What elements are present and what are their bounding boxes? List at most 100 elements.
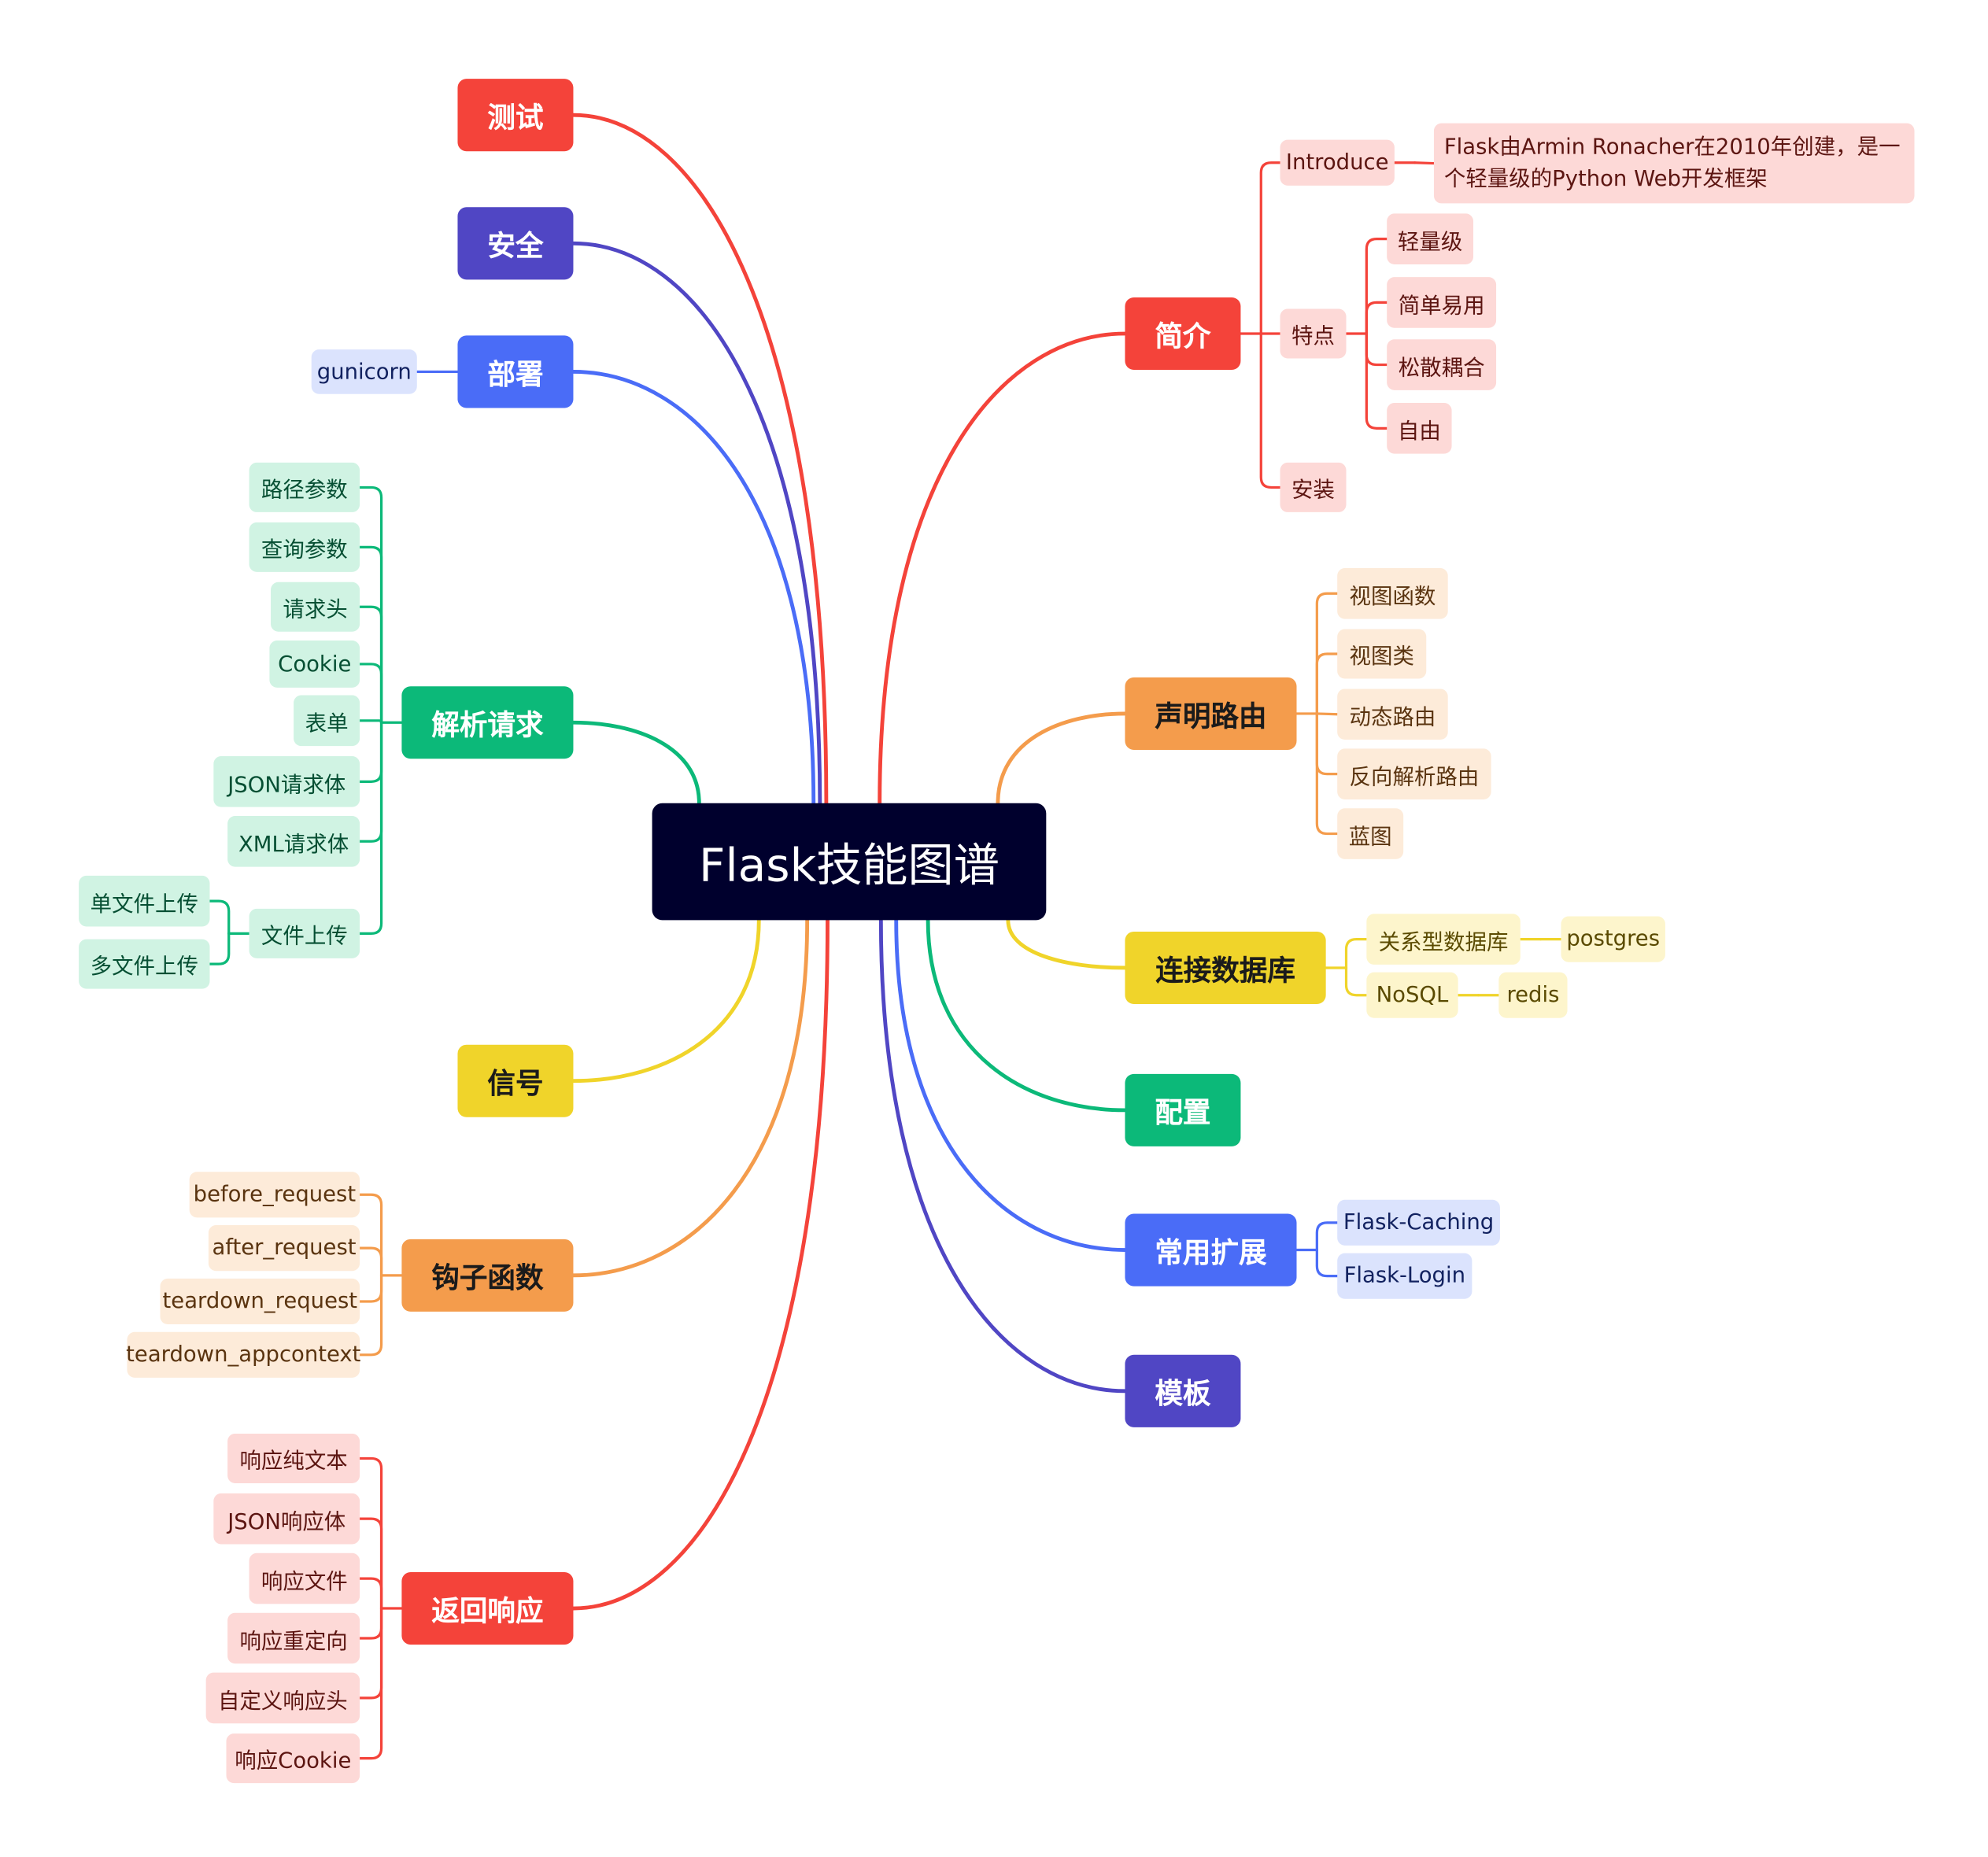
branch-leaf-chongdingxiang (358, 1607, 383, 1640)
leaf-chunwenben[interactable]: 响应纯文本 (227, 1433, 360, 1483)
leaf-postgres[interactable]: postgres (1561, 916, 1665, 962)
leaf-gunicorn[interactable]: gunicorn (311, 349, 417, 394)
leaf-shitu-lei[interactable]: 视图类 (1337, 629, 1427, 679)
link-main-node-peizhi (926, 917, 1127, 1113)
leaf-songsan-ouhe[interactable]: 松散耦合 (1387, 339, 1497, 390)
branch-leaf-wenjian-shangchuan (358, 721, 383, 935)
branch-leaf-xiangying-cookie (358, 1607, 383, 1760)
branch-leaf-introduce (1259, 161, 1282, 335)
leaf-lantu[interactable]: 蓝图 (1337, 808, 1404, 859)
branch-leaf-ziyou (1365, 332, 1388, 430)
branch-leaf-teardown-request (358, 1274, 383, 1303)
link-main-node-kuozhan (894, 917, 1127, 1252)
link-main-node-ceshi (571, 113, 829, 806)
branch-leaf-flask-login (1315, 1248, 1339, 1278)
branch-leaf-qingliangji (1365, 238, 1388, 335)
leaf-json-qingqiuti[interactable]: JSON请求体 (213, 756, 360, 807)
main-node-ceshi[interactable]: 测试 (457, 79, 574, 152)
main-node-peizhi[interactable]: 配置 (1125, 1073, 1241, 1146)
leaf-dongtai-luyou[interactable]: 动态路由 (1337, 689, 1448, 740)
leaf-fanxiang-jiexi[interactable]: 反向解析路由 (1337, 748, 1491, 799)
branch-leaf-teardown-appcontext (358, 1274, 383, 1357)
leaf-biaodan[interactable]: 表单 (294, 695, 360, 747)
branch-leaf-guanxixing (1344, 938, 1368, 969)
leaf-json-xiangyingti[interactable]: JSON响应体 (213, 1493, 360, 1545)
root-node[interactable]: Flask技能图谱 (652, 803, 1047, 921)
leaf-lujing-canshu[interactable]: 路径参数 (249, 462, 360, 512)
branch-leaf-flask-caching (1315, 1221, 1339, 1252)
leaf-dan-wenjian[interactable]: 单文件上传 (79, 875, 210, 927)
branch-leaf-nosql (1344, 966, 1368, 997)
leaf-qingliangji[interactable]: 轻量级 (1387, 213, 1474, 264)
branch-leaf-chunwenben (358, 1456, 383, 1610)
leaf-after-request[interactable]: after_request (208, 1225, 360, 1272)
leaf-tedian[interactable]: 特点 (1280, 308, 1347, 359)
main-node-luyou[interactable]: 声明路由 (1125, 677, 1297, 750)
branch-leaf-xiangying-wenjian (358, 1577, 383, 1610)
main-node-kuozhan[interactable]: 常用扩展 (1125, 1213, 1297, 1287)
branch-leaf-songsan-ouhe (1365, 332, 1388, 367)
branch-leaf-dan-wenjian (208, 899, 231, 935)
main-node-jianjie[interactable]: 简介 (1125, 297, 1241, 371)
leaf-chongdingxiang[interactable]: 响应重定向 (227, 1612, 360, 1664)
leaf-duo-wenjian[interactable]: 多文件上传 (79, 939, 210, 989)
leaf-teardown-appcontext[interactable]: teardown_appcontext (126, 1331, 360, 1378)
link-main-node-fanhui (571, 917, 830, 1611)
main-node-moban[interactable]: 模板 (1125, 1354, 1241, 1427)
leaf-xml-qingqiuti[interactable]: XML请求体 (227, 815, 360, 867)
link-main-node-anquan (571, 241, 822, 806)
branch-leaf-chaxun-canshu (358, 545, 383, 724)
main-node-gouzi[interactable]: 钩子函数 (401, 1239, 574, 1312)
link-main-node-gouzi (571, 917, 810, 1278)
link-main-node-moban (878, 917, 1127, 1394)
branch-leaf-shitu-hanshu (1315, 592, 1339, 715)
leaf-flask-login[interactable]: Flask-Login (1337, 1253, 1473, 1299)
main-node-fanhui[interactable]: 返回响应 (401, 1572, 574, 1645)
main-node-anquan[interactable]: 安全 (457, 207, 574, 280)
leaf-before-request[interactable]: before_request (189, 1172, 360, 1218)
branch-leaf-duo-wenjian (208, 932, 231, 965)
branch-leaf-lantu (1315, 712, 1339, 836)
leaf-shitu-hanshu[interactable]: 视图函数 (1337, 567, 1448, 619)
link-main-node-shujuku (1006, 917, 1127, 970)
main-node-xinhao[interactable]: 信号 (457, 1044, 574, 1117)
branch-leaf-fanxiang-jiexi (1315, 712, 1339, 776)
leaf-ziyou[interactable]: 自由 (1387, 403, 1452, 454)
branch-leaf-before-request (358, 1193, 383, 1277)
branch-leaf-qingqiutou (358, 605, 383, 724)
branch-leaf-after-request (358, 1246, 383, 1277)
leaf-teardown-request[interactable]: teardown_request (160, 1278, 360, 1325)
leaf-introduce-desc[interactable]: Flask由Armin Ronacher在2010年创建，是一个轻量级的Pyth… (1433, 123, 1915, 204)
leaf-qingqiutou[interactable]: 请求头 (271, 581, 360, 632)
main-node-shujuku[interactable]: 连接数据库 (1125, 931, 1326, 1005)
leaf-introduce[interactable]: Introduce (1280, 139, 1395, 186)
leaf-cookie[interactable]: Cookie (269, 641, 360, 688)
branch-leaf-json-qingqiuti (358, 721, 383, 783)
branch-leaf-jiandan-yiyong (1365, 301, 1388, 335)
leaf-anzhuang[interactable]: 安装 (1280, 462, 1347, 512)
leaf-zidingyi-xiangyingtou[interactable]: 自定义响应头 (205, 1672, 360, 1724)
leaf-xiangying-cookie[interactable]: 响应Cookie (226, 1733, 360, 1784)
leaf-redis[interactable]: redis (1498, 972, 1568, 1018)
leaf-guanxixing[interactable]: 关系型数据库 (1366, 914, 1521, 965)
link-main-node-bushu (571, 370, 816, 806)
leaf-nosql[interactable]: NoSQL (1366, 972, 1458, 1018)
link-main-node-jiexi (571, 720, 701, 806)
leaf-flask-caching[interactable]: Flask-Caching (1337, 1199, 1500, 1246)
main-node-jiexi[interactable]: 解析请求 (401, 686, 574, 759)
branch-leaf-cookie (358, 663, 383, 724)
branch-leaf-shitu-lei (1315, 652, 1339, 715)
leaf-wenjian-shangchuan[interactable]: 文件上传 (249, 908, 360, 958)
branch-leaf-anzhuang (1259, 332, 1282, 489)
leaf-jiandan-yiyong[interactable]: 简单易用 (1387, 277, 1497, 328)
link-main-node-xinhao (571, 917, 761, 1084)
branch-leaf-lujing-canshu (358, 485, 383, 724)
branch-leaf-zidingyi-xiangyingtou (358, 1607, 383, 1700)
leaf-chaxun-canshu[interactable]: 查询参数 (249, 522, 360, 572)
main-node-bushu[interactable]: 部署 (457, 335, 574, 408)
branch-leaf-biaodan (358, 719, 383, 724)
branch-leaf-json-xiangyingti (358, 1517, 383, 1610)
leaf-xiangying-wenjian[interactable]: 响应文件 (249, 1552, 360, 1604)
